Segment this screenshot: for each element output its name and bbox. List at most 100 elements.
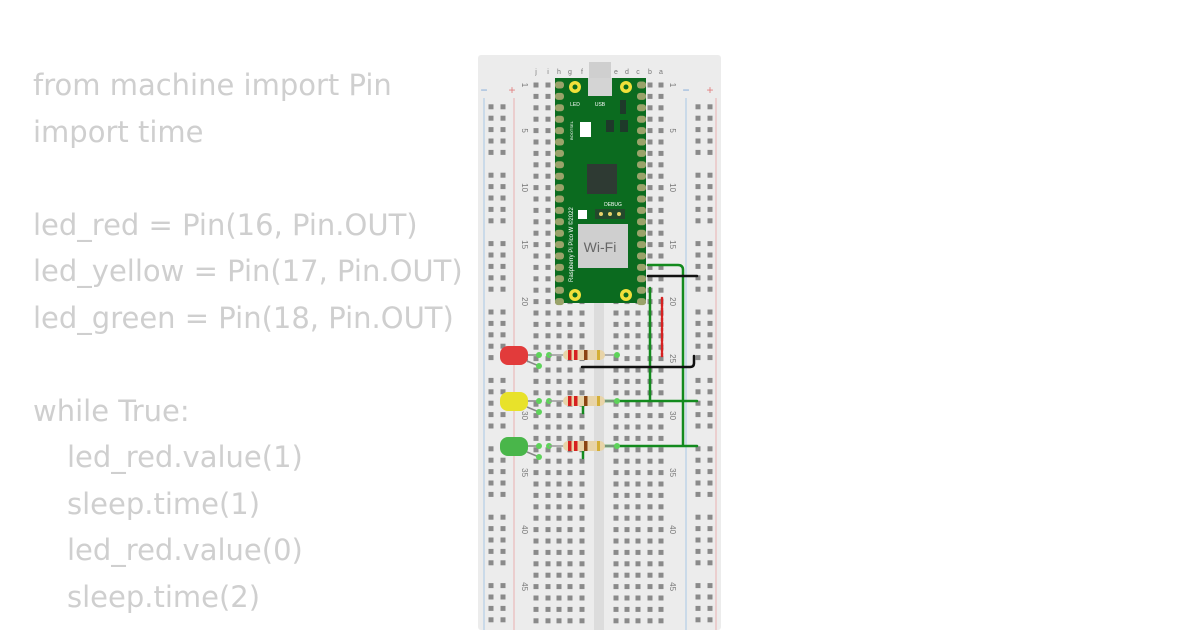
hole bbox=[533, 584, 539, 590]
pin-highlight bbox=[614, 398, 620, 404]
hole bbox=[545, 618, 551, 624]
rail-hole bbox=[488, 206, 494, 212]
hole bbox=[613, 344, 619, 350]
pin-highlight bbox=[614, 443, 620, 449]
hole bbox=[579, 549, 585, 555]
pico-pin bbox=[555, 195, 564, 203]
hole bbox=[613, 367, 619, 373]
hole bbox=[658, 435, 664, 441]
hole bbox=[613, 321, 619, 327]
hole bbox=[613, 481, 619, 487]
hole bbox=[635, 447, 641, 453]
hole bbox=[545, 481, 551, 487]
hole bbox=[545, 264, 551, 270]
hole bbox=[567, 424, 573, 430]
hole bbox=[545, 287, 551, 293]
hole bbox=[545, 515, 551, 521]
rail-hole bbox=[500, 583, 506, 589]
column-letter: h bbox=[557, 69, 561, 76]
hole bbox=[647, 242, 653, 248]
hole bbox=[579, 458, 585, 464]
rail-hole bbox=[488, 514, 494, 520]
pico-pin bbox=[555, 138, 564, 146]
hole bbox=[556, 606, 562, 612]
hole bbox=[647, 515, 653, 521]
hole bbox=[533, 378, 539, 384]
hole bbox=[533, 82, 539, 88]
pin-highlight bbox=[614, 352, 620, 358]
hole bbox=[545, 150, 551, 156]
hole bbox=[556, 572, 562, 578]
pico-pin bbox=[637, 104, 646, 112]
hole bbox=[533, 162, 539, 168]
pico-pin bbox=[637, 172, 646, 180]
rail-hole bbox=[695, 605, 701, 611]
hole bbox=[647, 447, 653, 453]
rail-hole bbox=[500, 526, 506, 532]
rail-hole bbox=[488, 377, 494, 383]
hole bbox=[533, 310, 539, 316]
hole bbox=[624, 413, 630, 419]
wire-black-red-led bbox=[580, 354, 696, 369]
rail-hole bbox=[707, 286, 713, 292]
hole bbox=[647, 584, 653, 590]
hole bbox=[658, 515, 664, 521]
row-number: 1 bbox=[668, 83, 677, 88]
hole bbox=[613, 515, 619, 521]
pico-pin bbox=[637, 252, 646, 260]
hole bbox=[567, 310, 573, 316]
pico-pin bbox=[555, 81, 564, 89]
hole bbox=[556, 321, 562, 327]
hole bbox=[624, 538, 630, 544]
hole bbox=[613, 470, 619, 476]
hole bbox=[624, 367, 630, 373]
hole bbox=[647, 150, 653, 156]
hole bbox=[567, 561, 573, 567]
rail-hole bbox=[707, 605, 713, 611]
rail-hole bbox=[488, 594, 494, 600]
hole bbox=[613, 310, 619, 316]
hole bbox=[533, 185, 539, 191]
hole bbox=[545, 344, 551, 350]
hole bbox=[579, 470, 585, 476]
rail-hole bbox=[488, 218, 494, 224]
rail-hole bbox=[707, 480, 713, 486]
hole bbox=[658, 549, 664, 555]
row-number: 45 bbox=[520, 582, 529, 591]
hole bbox=[624, 549, 630, 555]
pico-pin bbox=[637, 184, 646, 192]
hole bbox=[545, 378, 551, 384]
rail-hole bbox=[707, 127, 713, 133]
row-number: 20 bbox=[668, 297, 677, 306]
rail-hole bbox=[707, 320, 713, 326]
hole bbox=[545, 333, 551, 339]
hole bbox=[545, 173, 551, 179]
column-letter: a bbox=[659, 69, 663, 76]
hole bbox=[545, 196, 551, 202]
hole bbox=[545, 413, 551, 419]
hole bbox=[647, 527, 653, 533]
rail-hole bbox=[695, 617, 701, 623]
rail-hole bbox=[707, 389, 713, 395]
rail-hole bbox=[695, 206, 701, 212]
rail-hole bbox=[500, 423, 506, 429]
column-letter: b bbox=[648, 69, 652, 76]
hole bbox=[658, 276, 664, 282]
pico-pin bbox=[555, 149, 564, 157]
hole bbox=[658, 504, 664, 510]
row-number: 40 bbox=[520, 525, 529, 534]
hole bbox=[647, 162, 653, 168]
hole bbox=[567, 492, 573, 498]
rail-hole bbox=[488, 423, 494, 429]
rail-hole bbox=[488, 480, 494, 486]
hole bbox=[533, 321, 539, 327]
hole bbox=[624, 310, 630, 316]
hole bbox=[635, 470, 641, 476]
hole bbox=[647, 207, 653, 213]
code-line: while True: bbox=[33, 393, 190, 428]
pico-pin bbox=[555, 92, 564, 100]
rail-hole bbox=[695, 412, 701, 418]
rail-hole bbox=[695, 343, 701, 349]
hole bbox=[658, 367, 664, 373]
hole bbox=[533, 105, 539, 111]
